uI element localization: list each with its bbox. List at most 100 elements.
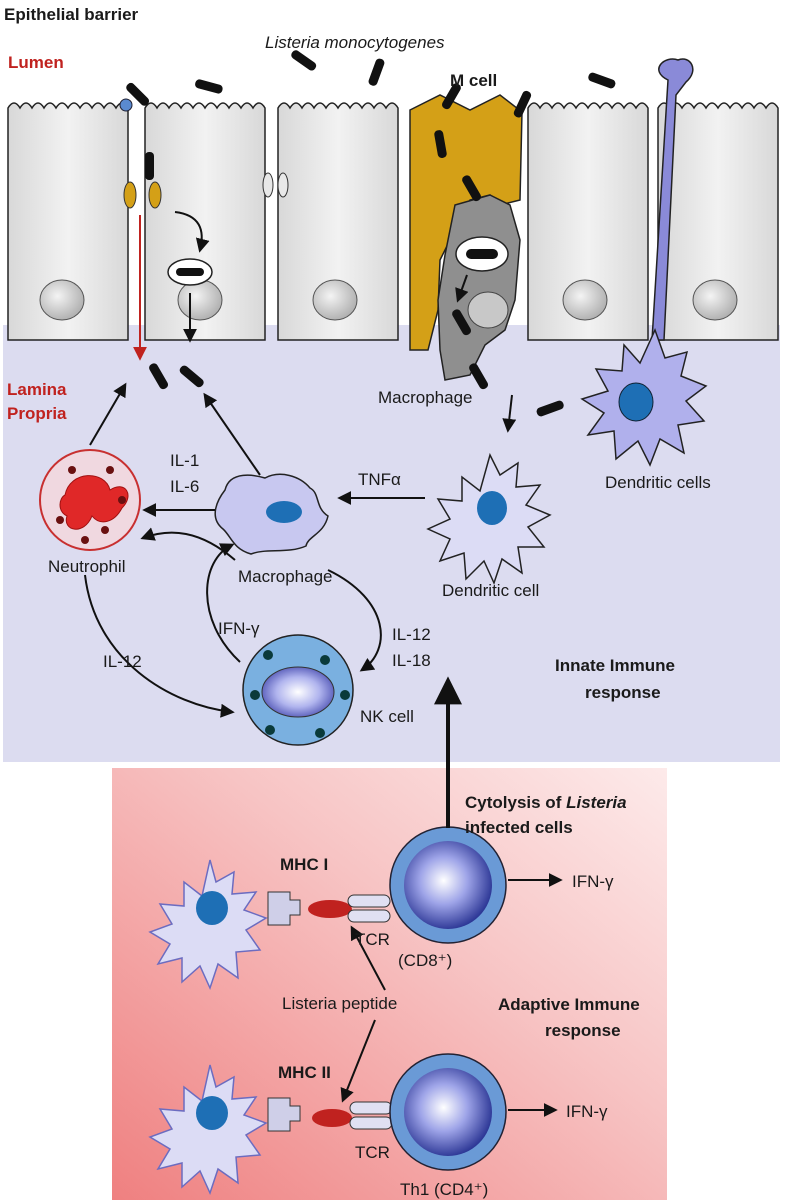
tight-junction: [123, 181, 137, 209]
cell-nucleus: [312, 279, 358, 321]
listeria-peptide-label: Listeria peptide: [282, 994, 397, 1013]
neutrophil-granules: [56, 466, 126, 544]
nk-cell-granules: [250, 650, 350, 738]
macrophage-nucleus: [266, 501, 302, 523]
apc-nucleus: [196, 891, 228, 925]
mhc2-molecule: [267, 1097, 301, 1132]
il12-neutrophil-to-nk-arrow: [84, 574, 235, 718]
listeria-bacterium: [442, 83, 461, 110]
pocket-arrow: [455, 274, 469, 303]
arrows: [84, 211, 563, 1117]
epithelial-cell-1: [7, 102, 129, 341]
neutrophil-label: Neutrophil: [48, 557, 126, 576]
listeria-bacterium: [452, 309, 471, 336]
listeria-bacterium: [434, 130, 447, 159]
listeria-bacterium: [588, 72, 616, 89]
listeria-bacterium: [179, 365, 204, 388]
adaptive-label-1: Adaptive Immune: [498, 995, 640, 1014]
il6-label: IL-6: [170, 477, 199, 496]
listeria-bacterium: [469, 363, 488, 390]
lumen-label: Lumen: [8, 53, 64, 72]
dendritic-cells-label: Dendritic cells: [605, 473, 711, 492]
listeria-bacterium: [368, 58, 385, 86]
tcr1-molecule: [347, 894, 391, 923]
adaptive-label-2: response: [545, 1021, 621, 1040]
epithelial-cell-5: [527, 102, 649, 341]
il1-label: IL-1: [170, 451, 199, 470]
cd8-label: (CD8⁺): [398, 951, 452, 970]
mhc2-label: MHC II: [278, 1063, 331, 1082]
listeria-bacterium: [291, 50, 317, 71]
macrophage-to-bacteria-arrow: [203, 392, 261, 476]
listeria-bacteria: [126, 50, 616, 417]
listeria-bacterium: [176, 268, 204, 276]
peptide-mhc2: [312, 1109, 352, 1127]
ifng-cd4-label: IFN-γ: [566, 1102, 608, 1121]
tcr1-label: TCR: [355, 930, 390, 949]
tcr2-molecule: [349, 1101, 393, 1130]
cell-nucleus: [39, 279, 85, 321]
title-epithelial-barrier: Epithelial barrier: [4, 5, 139, 24]
il12-label-left: IL-12: [103, 652, 142, 671]
peptide-to-mhc2-arrow: [340, 1019, 376, 1103]
listeria-bacterium: [149, 363, 168, 390]
endocytosis-arrow: [174, 211, 210, 253]
m-cell-label: M cell: [450, 71, 497, 90]
listeria-bacterium: [145, 152, 154, 180]
ifng-cd8-label: IFN-γ: [572, 872, 614, 891]
nk-cell-label: NK cell: [360, 707, 414, 726]
lamina-propria-label-1: Lamina: [7, 380, 67, 399]
cell-nucleus: [562, 279, 608, 321]
macrophage-nucleus: [467, 291, 509, 329]
listeria-bacterium: [462, 175, 482, 202]
epithelial-cell-6: [657, 102, 779, 341]
innate-label-2: response: [585, 683, 661, 702]
il18-label: IL-18: [392, 651, 431, 670]
macrophage-mid-label: Macrophage: [238, 567, 333, 586]
mhc1-label: MHC I: [280, 855, 328, 874]
cytolysis-label-1: Cytolysis of Listeria: [465, 793, 627, 812]
macrophage-top-label: Macrophage: [378, 388, 473, 407]
cell-nucleus: [692, 279, 738, 321]
th1-label: Th1 (CD4⁺): [400, 1180, 488, 1199]
receptor-ball: [119, 98, 133, 112]
il12-il18-arrow: [327, 569, 382, 672]
listeria-bacterium: [195, 79, 223, 94]
cytolysis-label-2: infected cells: [465, 818, 573, 837]
tight-junction: [262, 172, 274, 198]
apc-nucleus: [196, 1096, 228, 1130]
cytolysis-italic: Listeria: [566, 793, 626, 812]
listeria-bacterium: [466, 249, 498, 259]
dendritic-cell-label: Dendritic cell: [442, 581, 539, 600]
neutrophil-to-bacteria-arrow: [89, 382, 127, 446]
nk-cell-nucleus: [261, 666, 335, 718]
dendritic-nucleus: [477, 491, 507, 525]
dendritic-nucleus: [618, 382, 654, 422]
macrophage-to-dc-arrow: [502, 394, 517, 433]
epithelial-cell-3: [277, 102, 399, 341]
lamina-propria-label-2: Propria: [7, 404, 67, 423]
cell-nucleus: [177, 279, 223, 321]
peptide-mhc1: [308, 900, 352, 918]
macrophage-to-neutrophil-arrow: [140, 527, 236, 561]
tnfa-label: TNFα: [358, 470, 401, 489]
neutrophil-nucleus: [59, 475, 129, 530]
innate-label-1: Innate Immune: [555, 656, 675, 675]
tight-junction: [277, 172, 289, 198]
ifng-to-macrophage-arrow: [206, 543, 241, 663]
tcr2-label: TCR: [355, 1143, 390, 1162]
cd8-nucleus: [404, 841, 492, 929]
tight-junction: [148, 181, 162, 209]
dendrite-extension: [651, 58, 694, 341]
mhc1-molecule: [267, 891, 301, 926]
listeria-bacterium: [536, 400, 564, 417]
ifng-label-left: IFN-γ: [218, 619, 260, 638]
cytolysis-text: Cytolysis of: [465, 793, 566, 812]
listeria-bacterium: [126, 82, 150, 106]
cd4-nucleus: [404, 1068, 492, 1156]
peptide-to-mhc1-arrow: [350, 925, 386, 991]
listeria-bacterium: [513, 90, 532, 118]
il12-label-right: IL-12: [392, 625, 431, 644]
listeria-label: Listeria monocytogenes: [265, 33, 445, 52]
